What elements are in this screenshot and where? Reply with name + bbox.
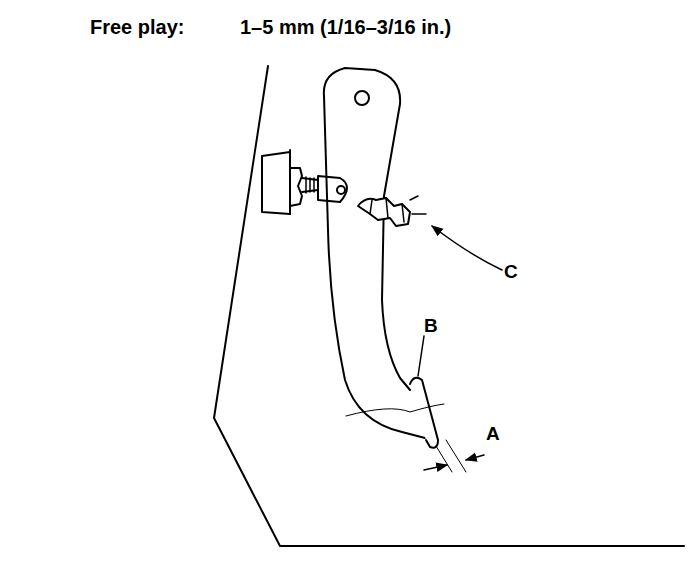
mat-line xyxy=(346,404,444,416)
pushrod xyxy=(302,178,318,192)
dimension-arrow xyxy=(466,455,484,460)
leader-line xyxy=(432,226,502,270)
callout-letter: B xyxy=(424,316,438,337)
leader-line xyxy=(418,336,424,376)
dimension-value: 1–5 mm (1/16–3/16 in.) xyxy=(240,16,451,38)
extension-line xyxy=(436,440,466,472)
pivot-hole xyxy=(355,91,369,105)
clevis-pin xyxy=(337,186,345,194)
rod-thread xyxy=(306,177,314,193)
rod-boot xyxy=(290,168,302,206)
switch-detail xyxy=(370,196,426,222)
dimension-arrow xyxy=(424,465,447,470)
pedal-arm-edge xyxy=(324,96,425,438)
floor-outline xyxy=(214,66,684,546)
callout-letter: C xyxy=(504,262,518,283)
clevis xyxy=(318,176,347,202)
pedal-pad xyxy=(410,378,438,448)
pedal-arm xyxy=(324,68,410,390)
booster-body xyxy=(262,152,290,214)
callout-letter: A xyxy=(486,424,500,445)
heading: Free play: xyxy=(90,16,184,38)
booster-flange xyxy=(289,150,291,214)
